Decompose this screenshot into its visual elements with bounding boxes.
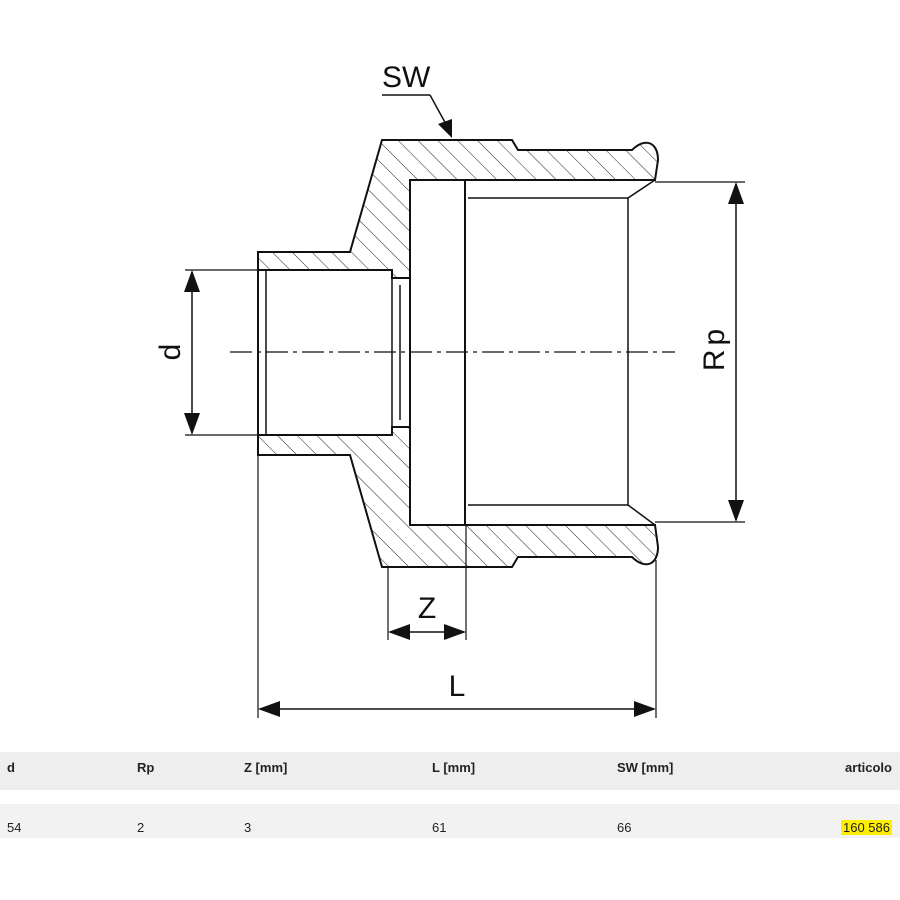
rp-arrow-bottom: [728, 500, 744, 522]
header-d: d: [7, 760, 15, 775]
cell-z: 3: [244, 820, 252, 835]
d-arrow-bottom: [184, 413, 200, 435]
cell-rp: 2: [137, 820, 145, 835]
rp-label: Rp: [698, 325, 731, 371]
sw-label: SW: [382, 61, 431, 94]
d-arrow-top: [184, 270, 200, 292]
l-arrow-right: [634, 701, 656, 717]
header-sw: SW [mm]: [617, 760, 674, 775]
d-label: d: [154, 344, 187, 361]
cell-articolo[interactable]: 160 586: [841, 820, 892, 835]
z-label: Z: [418, 592, 436, 625]
z-arrow-right: [444, 624, 466, 640]
table-header: d Rp Z [mm] L [mm] SW [mm] articolo: [0, 752, 900, 790]
fitting-drawing: SW d Rp Z L: [154, 61, 745, 718]
table-row: 54 2 3 61 66 160 586: [0, 804, 900, 838]
l-label: L: [449, 670, 466, 703]
cell-l: 61: [432, 820, 447, 835]
l-arrow-left: [258, 701, 280, 717]
sw-leader: [429, 94, 448, 127]
cell-sw: 66: [617, 820, 632, 835]
thread-chamfer-upper: [627, 179, 656, 199]
cell-d: 54: [7, 820, 22, 835]
header-articolo: articolo: [845, 760, 892, 775]
header-z: Z [mm]: [244, 760, 288, 775]
sw-arrowhead: [438, 119, 452, 138]
header-rp: Rp: [137, 760, 155, 775]
rp-arrow-top: [728, 182, 744, 204]
header-l: L [mm]: [432, 760, 476, 775]
z-arrow-left: [388, 624, 410, 640]
thread-chamfer-lower: [627, 504, 656, 526]
